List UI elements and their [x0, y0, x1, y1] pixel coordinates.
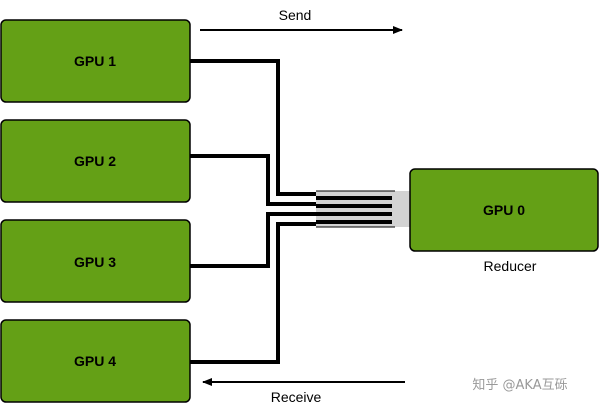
wire-gpu-3: [190, 212, 316, 268]
watermark-text: 知乎 @AKA互砾: [472, 377, 567, 393]
wire-gpu-4: [190, 222, 316, 364]
gpu-box-3: GPU 3: [0, 219, 191, 303]
receive-label: Receive: [271, 389, 322, 405]
wire-gpu-1: [190, 59, 316, 196]
gpu-4-label: GPU 4: [74, 353, 116, 369]
reducer-gpu-box: GPU 0: [409, 168, 599, 252]
gpu-box-1: GPU 1: [0, 19, 191, 103]
reducer-role-label: Reducer: [484, 258, 537, 274]
gpu-box-2: GPU 2: [0, 119, 191, 203]
gpu-2-label: GPU 2: [74, 153, 116, 169]
wire-gpu-2: [190, 154, 316, 206]
gpu-3-label: GPU 3: [74, 254, 116, 270]
bus-bundle: [316, 190, 410, 228]
reducer-gpu-label: GPU 0: [483, 202, 525, 218]
gpu-box-4: GPU 4: [0, 319, 191, 403]
send-label: Send: [279, 7, 312, 23]
gpu-1-label: GPU 1: [74, 53, 116, 69]
